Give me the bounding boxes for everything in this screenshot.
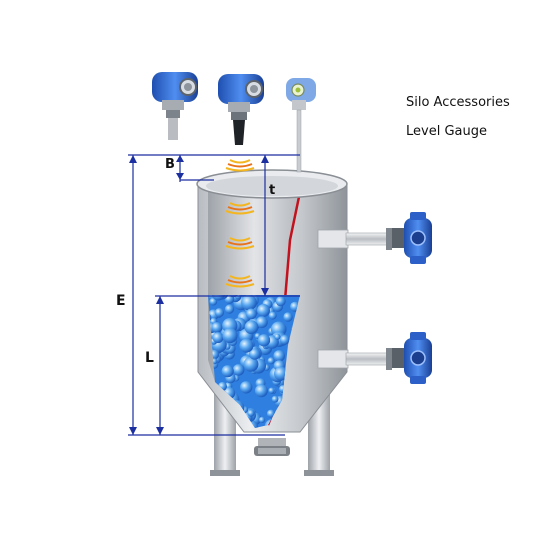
dimension-lines: [128, 154, 300, 436]
radar-wave-group: [225, 159, 255, 172]
rod-probe-icon: [286, 78, 316, 173]
material-bubble: [257, 334, 271, 347]
radar-wave-group: [225, 275, 255, 288]
material-bubble: [258, 416, 266, 423]
material-bubble: [208, 397, 212, 408]
material-bubble: [279, 334, 290, 345]
material-bubble: [249, 348, 261, 360]
caption-silo-accessories: Silo Accessories: [406, 95, 510, 110]
material-bubble: [275, 296, 286, 307]
material-bubble: [254, 384, 268, 398]
material-bubble: [211, 295, 226, 301]
dimension-label-e: E: [116, 293, 126, 309]
radar-waves: [225, 159, 255, 288]
material-bubble: [208, 422, 212, 428]
dimension-label-b: B: [165, 157, 175, 172]
material-bubble: [268, 311, 277, 320]
radar-level-transmitter-icon: [152, 72, 198, 140]
material-bubble: [212, 332, 224, 344]
material-bubble: [211, 322, 223, 333]
material-bubble: [221, 365, 234, 378]
dimension-label-l: L: [145, 350, 154, 366]
bottom-outlet: [254, 438, 290, 456]
material-bubble: [283, 312, 293, 322]
radar-wave-group: [225, 237, 255, 250]
side-nozzle-lower: [317, 348, 392, 370]
material-bubble: [268, 387, 275, 394]
material-bubble: [274, 366, 288, 381]
material-bubble: [241, 295, 257, 311]
caption-level-gauge: Level Gauge: [406, 124, 487, 139]
level-switch-upper-icon: [392, 212, 432, 264]
material-bubble: [232, 364, 245, 376]
material-bubble: [243, 356, 259, 372]
radar-wave-group: [225, 202, 255, 215]
dimension-arrows: [129, 155, 269, 435]
material-bubble: [222, 328, 238, 344]
material-bubble: [214, 308, 224, 318]
material-bubble: [266, 409, 276, 418]
side-nozzle-upper: [317, 228, 392, 250]
material-bubble: [245, 308, 257, 320]
material-bubble: [257, 304, 270, 317]
material-bubble: [244, 320, 259, 335]
material-bubble: [247, 409, 255, 417]
guided-wave-radar-icon: [218, 74, 264, 145]
material-bubble: [240, 381, 253, 394]
level-switch-lower-icon: [392, 332, 432, 384]
material-bubble: [271, 395, 279, 403]
material-bubble: [273, 350, 286, 362]
dimension-label-t: t: [269, 183, 275, 198]
material-bubble: [208, 392, 212, 404]
material-bubble: [274, 333, 281, 340]
material-bubble: [267, 357, 275, 365]
material-bubble: [256, 316, 268, 329]
material-bubble: [239, 338, 254, 353]
material-bubble: [224, 304, 235, 314]
